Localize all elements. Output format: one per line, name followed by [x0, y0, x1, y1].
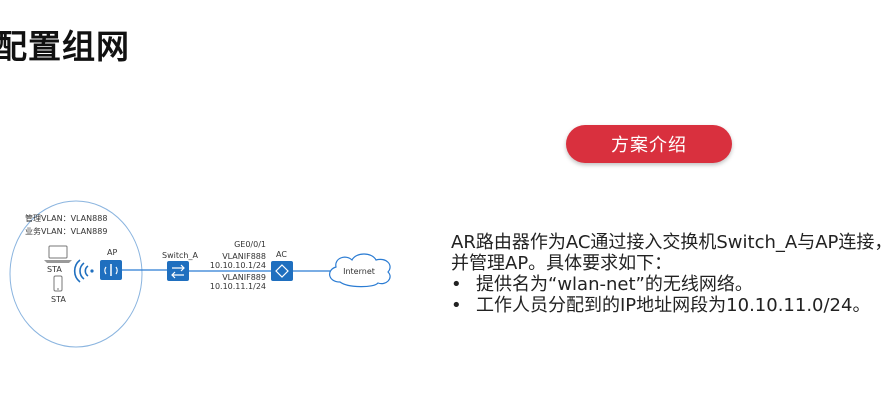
description-line-1: AR路由器作为AC通过接入交换机Switch_A与AP连接，	[451, 232, 889, 253]
page-title: 配置组网	[0, 27, 130, 66]
internet-label: Internet	[343, 267, 375, 276]
bullet-item: •工作人员分配到的IP地址网段为10.10.11.0/24。	[451, 295, 871, 316]
ac-label: AC	[276, 250, 287, 259]
internet-cloud-icon	[329, 253, 391, 288]
bullet-item: •提供名为“wlan-net”的无线网络。	[451, 274, 753, 295]
port-label: GE0/0/1	[234, 240, 266, 249]
network-topology-diagram: 管理VLAN：VLAN888 业务VLAN：VLAN889 STA STA AP…	[9, 200, 391, 348]
switch-icon	[167, 261, 189, 281]
switch-label: Switch_A	[162, 251, 198, 260]
description-block: AR路由器作为AC通过接入交换机Switch_A与AP连接， 并管理AP。具体要…	[451, 232, 889, 316]
ip888-label: 10.10.10.1/24	[210, 261, 266, 270]
wifi-signal-icon	[73, 259, 94, 283]
sta-phone-label: STA	[51, 295, 66, 304]
access-point-icon	[100, 260, 122, 280]
bullet-text: 提供名为“wlan-net”的无线网络。	[476, 274, 753, 295]
section-pill-button[interactable]: 方案介绍	[566, 125, 732, 163]
vlanif888-label: VLANIF888	[222, 252, 266, 261]
ap-label: AP	[107, 248, 117, 257]
ip889-label: 10.10.11.1/24	[210, 282, 266, 291]
section-pill-label: 方案介绍	[611, 135, 687, 156]
laptop-icon	[44, 245, 72, 263]
vlan-management-label: 管理VLAN：VLAN888	[25, 213, 107, 223]
vlan-service-label: 业务VLAN：VLAN889	[25, 226, 107, 236]
phone-icon	[53, 275, 63, 292]
access-controller-icon	[271, 261, 293, 281]
bullet-text: 工作人员分配到的IP地址网段为10.10.11.0/24。	[476, 295, 871, 316]
wireless-coverage-area	[9, 200, 143, 348]
vlanif889-label: VLANIF889	[222, 273, 266, 282]
description-line-2: 并管理AP。具体要求如下：	[451, 253, 673, 274]
sta-laptop-label: STA	[47, 265, 62, 274]
